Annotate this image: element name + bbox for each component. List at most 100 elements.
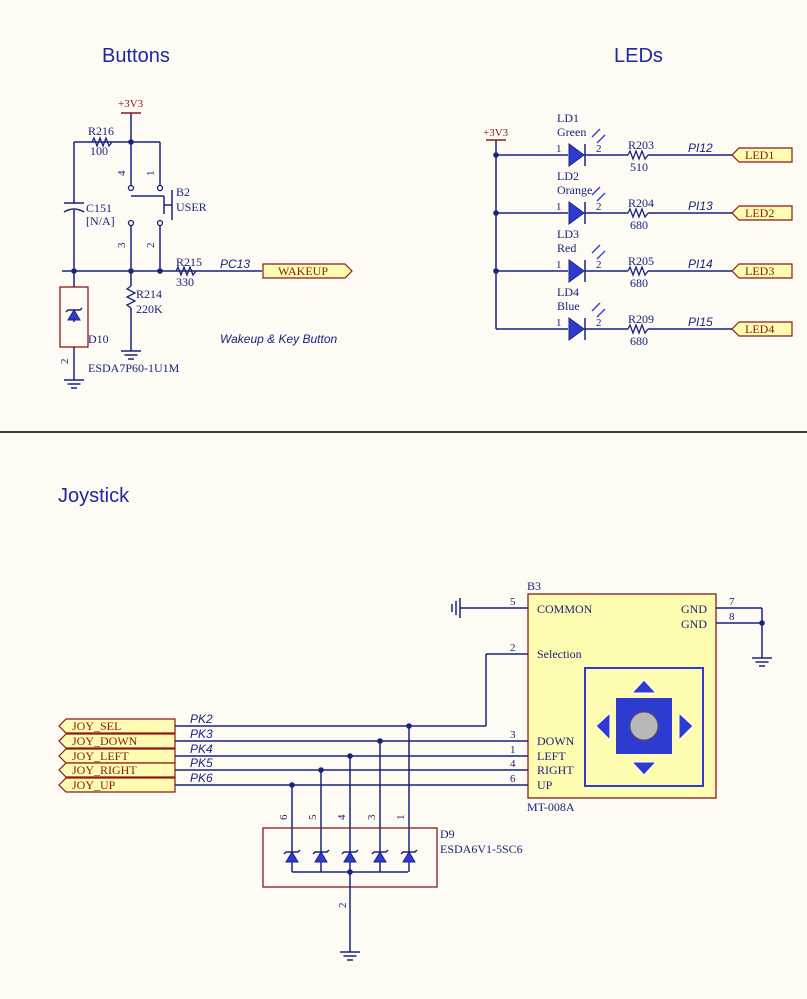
led-pin-2: 2 xyxy=(596,259,602,271)
joystick-title: Joystick xyxy=(58,485,130,507)
leds-title: LEDs xyxy=(614,45,663,67)
joystick-pad xyxy=(584,667,704,787)
led-port: LED4 xyxy=(745,322,774,336)
resistor-value: 680 xyxy=(630,334,648,348)
led-net: PI15 xyxy=(688,315,713,329)
resistor-value: 680 xyxy=(630,276,648,290)
resistor-ref: R204 xyxy=(628,196,654,210)
led-net: PI13 xyxy=(688,199,713,213)
b2-value: USER xyxy=(176,200,207,214)
led-net: PI14 xyxy=(688,257,713,271)
resistor-ref: R203 xyxy=(628,138,654,152)
led-pin-1: 1 xyxy=(556,259,562,271)
b3-body xyxy=(527,593,717,799)
b2-pin-1: 1 xyxy=(145,171,157,177)
joystick-left-arrow xyxy=(595,711,611,742)
b3-pin-8: 8 xyxy=(729,611,735,623)
led-ref: LD3 xyxy=(557,227,579,241)
b3-value: MT-008A xyxy=(527,800,575,814)
b3-dir-left: LEFT xyxy=(537,749,566,763)
r216-ref: R216 xyxy=(88,124,114,138)
d10-pin-2: 2 xyxy=(59,359,71,365)
resistor-ref: R205 xyxy=(628,254,654,268)
joystick-up-arrow xyxy=(630,679,658,694)
b3-pin-7: 7 xyxy=(729,596,735,608)
led-ref: LD1 xyxy=(557,111,579,125)
b3-dir-right: RIGHT xyxy=(537,763,574,777)
joystick-net: PK2 xyxy=(190,712,213,726)
r214-value: 220K xyxy=(136,302,163,316)
d9-ref: D9 xyxy=(440,827,455,841)
buttons-power-label: +3V3 xyxy=(118,98,144,110)
b3-gnd-2: GND xyxy=(681,617,707,631)
b3-dir-pin: 6 xyxy=(510,773,516,785)
led-diode-icon xyxy=(568,143,585,167)
net-pc13: PC13 xyxy=(220,257,250,271)
joystick-net: PK3 xyxy=(190,727,213,741)
b3-common: COMMON xyxy=(537,602,593,616)
r214-ref: R214 xyxy=(136,287,162,301)
r215-ref: R215 xyxy=(176,255,202,269)
d9-pin: 4 xyxy=(336,814,348,820)
led-color: Green xyxy=(557,125,586,139)
joystick-circuit: B3 MT-008A COMMON Selection GND GND 5 7 … xyxy=(58,579,773,961)
c151-value: [N/A] xyxy=(86,214,115,228)
led-pin-2: 2 xyxy=(596,201,602,213)
resistor-value: 680 xyxy=(630,218,648,232)
d9-pin: 6 xyxy=(278,814,290,820)
led-ref: LD4 xyxy=(557,285,579,299)
d10-ref: D10 xyxy=(88,332,109,346)
d9-pin: 5 xyxy=(307,814,319,820)
joystick-right-arrow xyxy=(678,711,694,742)
b2-pin-3: 3 xyxy=(116,242,128,248)
b3-dir-pin: 3 xyxy=(510,729,516,741)
leds-power-label: +3V3 xyxy=(483,127,509,139)
d10-value: ESDA7P60-1U1M xyxy=(88,361,180,375)
b3-dir-pin: 4 xyxy=(510,758,516,770)
led-color: Orange xyxy=(557,183,592,197)
joystick-row-joy-up: JOY_UP PK6 6 xyxy=(58,771,528,872)
led-diode-icon xyxy=(568,259,585,283)
d9-pin: 3 xyxy=(366,814,378,820)
b3-ref: B3 xyxy=(527,579,541,593)
joystick-net: PK5 xyxy=(190,756,213,770)
joystick-net: PK6 xyxy=(190,771,213,785)
b3-dir-down: DOWN xyxy=(537,734,575,748)
led-pin-1: 1 xyxy=(556,143,562,155)
b2-ref: B2 xyxy=(176,185,190,199)
buttons-circuit: +3V3 R216 100 C151 [N/A] B2 USER 4 1 3 2 xyxy=(59,98,353,389)
b3-pin-2: 2 xyxy=(510,642,516,654)
r215-value: 330 xyxy=(176,275,194,289)
buttons-title: Buttons xyxy=(102,45,170,67)
led-pin-1: 1 xyxy=(556,201,562,213)
led-color: Blue xyxy=(557,299,580,313)
led-color: Red xyxy=(557,241,576,255)
d9-pin: 1 xyxy=(395,815,407,821)
b3-selection: Selection xyxy=(537,647,582,661)
joystick-port: JOY_SEL xyxy=(72,719,121,733)
joystick-row-joy-right: JOY_RIGHT PK5 5 xyxy=(58,756,528,872)
led-pin-2: 2 xyxy=(596,143,602,155)
joystick-port: JOY_LEFT xyxy=(72,749,129,763)
r216-value: 100 xyxy=(90,144,108,158)
led-port: LED2 xyxy=(745,206,774,220)
led-net: PI12 xyxy=(688,141,713,155)
joystick-port: JOY_UP xyxy=(72,778,116,792)
joystick-port: JOY_RIGHT xyxy=(72,763,137,777)
joystick-down-arrow xyxy=(630,761,658,776)
b2-pin-4: 4 xyxy=(116,170,128,176)
resistor-ref: R209 xyxy=(628,312,654,326)
led-diode-icon xyxy=(568,201,585,225)
c151-ref: C151 xyxy=(86,201,112,215)
b2-pin-2: 2 xyxy=(145,243,157,249)
resistor-value: 510 xyxy=(630,160,648,174)
